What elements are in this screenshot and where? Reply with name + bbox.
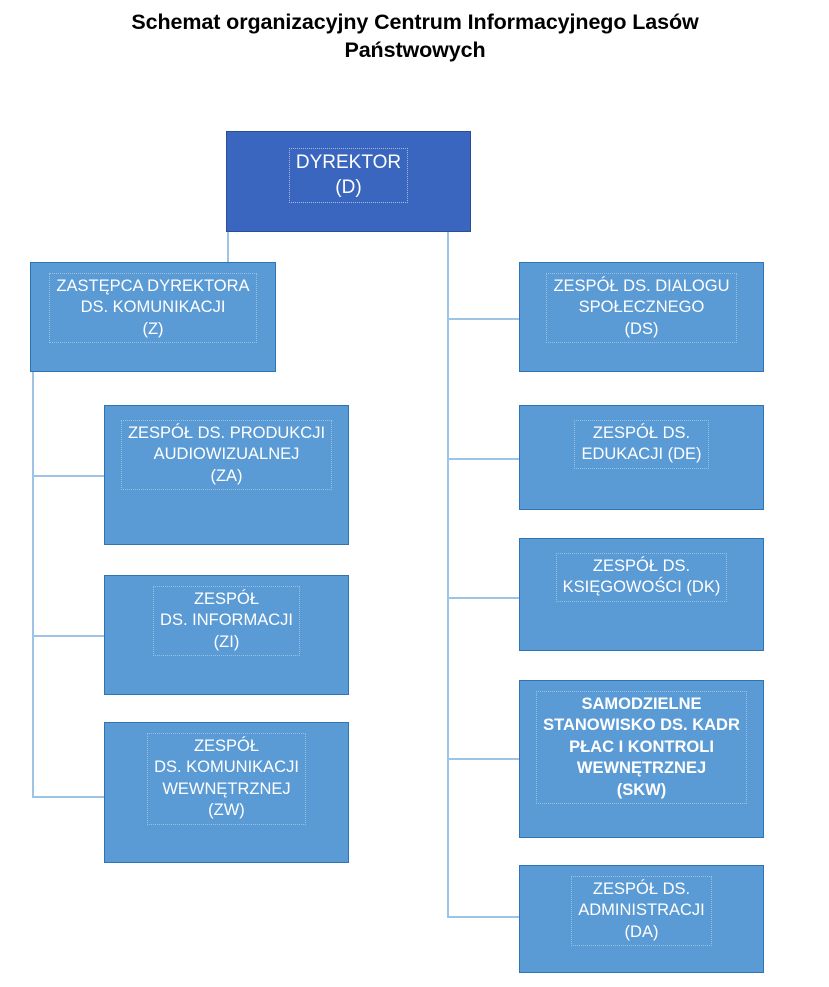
connector-root-to-zastepca [227, 232, 229, 263]
node-zespol-administracji[interactable]: ZESPÓŁ DS. ADMINISTRACJI (DA) [519, 865, 764, 973]
connector-left-to-za [32, 475, 106, 477]
node-zespol-komunikacji-wewnetrznej-label: ZESPÓŁ DS. KOMUNIKACJI WEWNĘTRZNEJ (ZW) [147, 733, 306, 825]
node-zespol-produkcji-audiowizualnej-label: ZESPÓŁ DS. PRODUKCJI AUDIOWIZUALNEJ (ZA) [120, 420, 333, 491]
connector-right-trunk [447, 232, 449, 917]
node-zespol-dialogu-spolecznego[interactable]: ZESPÓŁ DS. DIALOGU SPOŁECZNEGO (DS) [519, 262, 764, 372]
node-dyrektor-label: DYREKTOR (D) [288, 148, 409, 204]
node-zespol-informacji-label: ZESPÓŁ DS. INFORMACJI (ZI) [153, 586, 300, 657]
node-dyrektor[interactable]: DYREKTOR (D) [226, 131, 471, 232]
node-zespol-informacji[interactable]: ZESPÓŁ DS. INFORMACJI (ZI) [104, 575, 349, 695]
connector-left-trunk [32, 372, 34, 798]
node-zespol-dialogu-spolecznego-label: ZESPÓŁ DS. DIALOGU SPOŁECZNEGO (DS) [546, 273, 737, 344]
connector-right-to-de [447, 458, 520, 460]
node-zastepca-dyrektora-label: ZASTĘPCA DYREKTORA DS. KOMUNIKACJI (Z) [49, 273, 257, 344]
node-zastepca-dyrektora[interactable]: ZASTĘPCA DYREKTORA DS. KOMUNIKACJI (Z) [30, 262, 276, 372]
connector-right-to-ds [447, 318, 520, 320]
node-zespol-ksiegowosci-label: ZESPÓŁ DS. KSIĘGOWOŚCI (DK) [555, 553, 728, 602]
node-zespol-administracji-label: ZESPÓŁ DS. ADMINISTRACJI (DA) [571, 876, 712, 947]
connector-left-to-zw [32, 796, 106, 798]
node-zespol-produkcji-audiowizualnej[interactable]: ZESPÓŁ DS. PRODUKCJI AUDIOWIZUALNEJ (ZA) [104, 405, 349, 545]
node-zespol-komunikacji-wewnetrznej[interactable]: ZESPÓŁ DS. KOMUNIKACJI WEWNĘTRZNEJ (ZW) [104, 722, 349, 863]
node-samodzielne-stanowisko-kadr-label: SAMODZIELNE STANOWISKO DS. KADR PŁAC I K… [536, 691, 747, 805]
connector-right-to-dk [447, 597, 520, 599]
page-title: Schemat organizacyjny Centrum Informacyj… [131, 10, 699, 63]
node-zespol-edukacji-label: ZESPÓŁ DS. EDUKACJI (DE) [574, 420, 709, 469]
connector-left-to-zi [32, 635, 106, 637]
connector-right-to-skw [447, 758, 520, 760]
node-zespol-ksiegowosci[interactable]: ZESPÓŁ DS. KSIĘGOWOŚCI (DK) [519, 538, 764, 651]
node-samodzielne-stanowisko-kadr[interactable]: SAMODZIELNE STANOWISKO DS. KADR PŁAC I K… [519, 680, 764, 838]
connector-right-to-da [447, 916, 520, 918]
node-zespol-edukacji[interactable]: ZESPÓŁ DS. EDUKACJI (DE) [519, 405, 764, 510]
